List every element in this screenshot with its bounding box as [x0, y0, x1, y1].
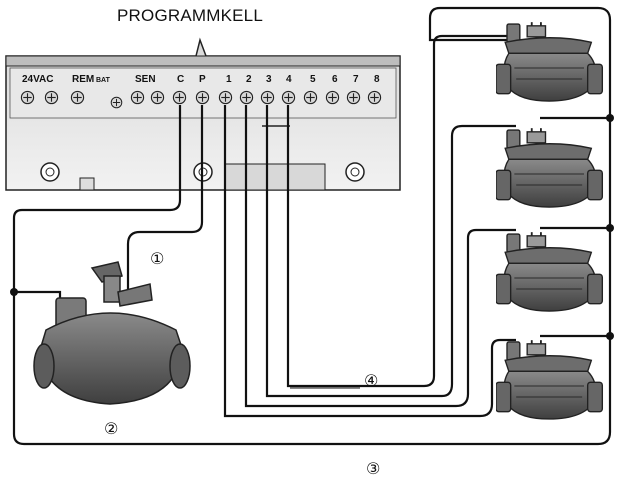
diagram-title: PROGRAMMKELL — [117, 6, 263, 25]
terminal-screw-icon — [367, 90, 382, 105]
terminal-screw-icon — [70, 90, 85, 105]
terminal-screw-icon — [20, 90, 35, 105]
terminal-label-ac: 24VAC — [22, 74, 54, 85]
callout-2: ② — [104, 419, 118, 438]
terminal-screw-icon — [346, 90, 361, 105]
valve-icon — [496, 22, 604, 102]
terminal-screw-icon — [281, 90, 296, 105]
terminal-label-station-8: 8 — [374, 74, 380, 85]
terminal-screw-icon — [150, 90, 165, 105]
terminal-label-rem: REM — [72, 74, 94, 85]
station-wire-3 — [265, 105, 516, 398]
terminal-label-station-6: 6 — [332, 74, 338, 85]
terminal-label-program: P — [199, 74, 206, 85]
callout-1: ① — [150, 249, 164, 268]
terminal-screw-icon — [303, 90, 318, 105]
station-wire-1 — [223, 105, 516, 418]
wire-junction — [606, 114, 614, 122]
wire-junction — [10, 288, 18, 296]
terminal-screw-icon — [325, 90, 340, 105]
terminal-screw-icon — [44, 90, 59, 105]
wire-junction — [606, 224, 614, 232]
terminal-label-station-2: 2 — [246, 74, 252, 85]
terminal-labels: 24VAC REM BAT SEN C P 1 2 3 4 5 6 7 8 — [22, 74, 380, 85]
terminal-label-station-7: 7 — [353, 74, 359, 85]
valve-icon — [496, 232, 604, 312]
terminal-screw-icon — [130, 90, 145, 105]
terminal-screw-icon — [239, 90, 254, 105]
common-wire-master — [14, 290, 62, 300]
terminal-label-sen: SEN — [135, 74, 156, 85]
callout-4: ④ — [364, 371, 378, 390]
master-valve-icon — [33, 261, 191, 405]
terminal-screw-icon — [218, 90, 233, 105]
terminal-label-common: C — [177, 74, 184, 85]
valve-icon — [496, 340, 604, 420]
terminal-screw-icon — [110, 96, 123, 109]
terminal-screw-icon — [260, 90, 275, 105]
terminal-label-station-4: 4 — [286, 74, 292, 85]
wire-junction — [606, 332, 614, 340]
station-wire-2 — [244, 105, 516, 408]
terminal-label-bat: BAT — [96, 77, 111, 84]
terminal-label-station-5: 5 — [310, 74, 316, 85]
station-wire-4 — [286, 34, 516, 388]
master-valve-wire — [126, 105, 204, 300]
callout-3: ③ — [366, 459, 380, 478]
terminal-label-station-1: 1 — [226, 74, 232, 85]
terminal-label-station-3: 3 — [266, 74, 272, 85]
common-wire — [12, 6, 612, 446]
terminal-screw-icon — [172, 90, 187, 105]
terminal-screw-icon — [195, 90, 210, 105]
valve-icon — [496, 128, 604, 208]
wires — [12, 6, 612, 446]
